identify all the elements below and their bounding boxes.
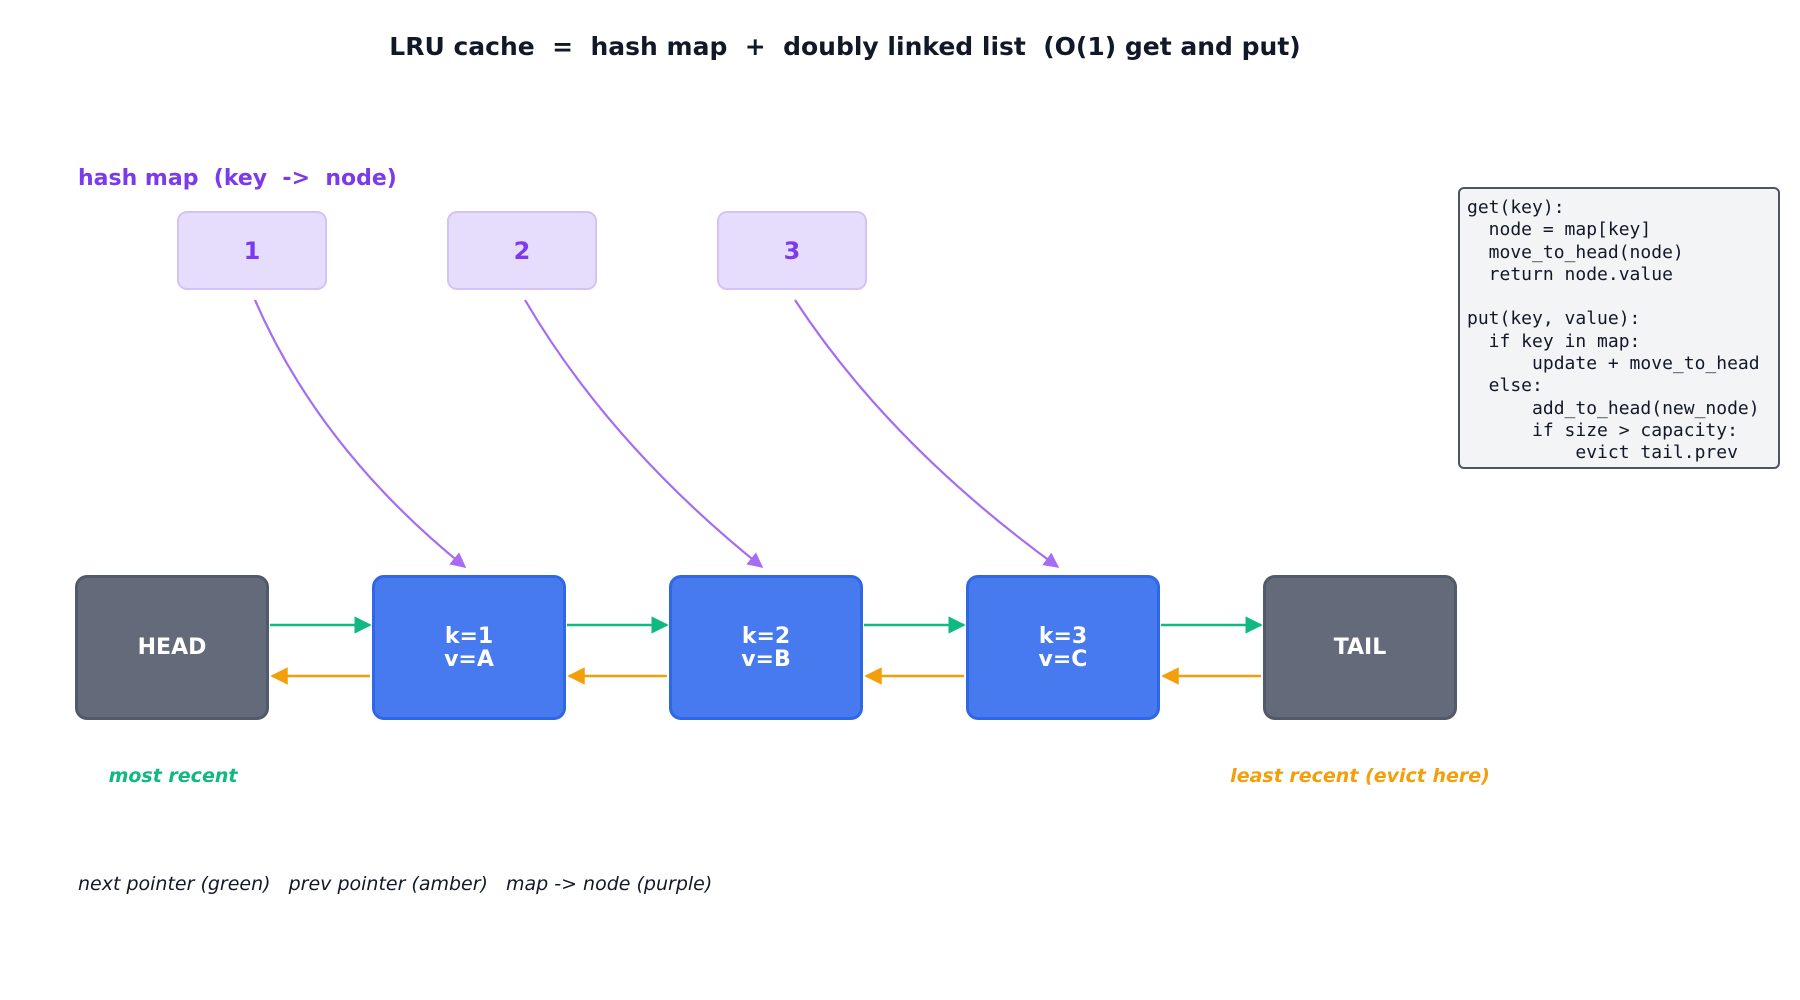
node-value: v=B xyxy=(741,646,791,672)
node-key: k=2 xyxy=(741,623,791,649)
map-pointer-arrow-1 xyxy=(253,299,467,568)
code-line: if size > capacity: xyxy=(1467,419,1738,441)
hash-map-label: hash map (key -> node) xyxy=(78,166,397,191)
tail-node: TAIL xyxy=(1263,575,1457,720)
most-recent-caption: most recent xyxy=(108,765,238,787)
code-line: return node.value xyxy=(1467,263,1673,285)
legend-map-pointer: map -> node (purple) xyxy=(505,873,713,895)
code-line: update + move_to_head xyxy=(1467,353,1760,375)
hash-map-key-1: 1 xyxy=(177,211,327,290)
hash-map-key-2: 2 xyxy=(447,211,597,290)
node-key: k=1 xyxy=(444,623,494,649)
code-line: evict tail.prev xyxy=(1467,442,1738,464)
map-pointer-arrow-3 xyxy=(794,299,1060,568)
code-line: move_to_head(node) xyxy=(1467,241,1684,263)
diagram-title: LRU cache = hash map + doubly linked lis… xyxy=(389,32,1301,61)
head-node: HEAD xyxy=(75,575,269,720)
head-node-label: HEAD xyxy=(137,635,207,660)
node-key: k=3 xyxy=(1038,623,1088,649)
legend: next pointer (green) prev pointer (amber)… xyxy=(78,873,730,895)
code-line: get(key): xyxy=(1467,197,1565,218)
code-line xyxy=(1467,286,1778,308)
legend-prev-pointer: prev pointer (amber) xyxy=(288,873,488,895)
code-line: node = map[key] xyxy=(1467,219,1652,241)
list-node-2: k=2 v=B xyxy=(669,575,863,720)
tail-node-label: TAIL xyxy=(1333,635,1387,660)
pseudocode-box: get(key): node = map[key] move_to_head(n… xyxy=(1458,187,1780,469)
code-line: else: xyxy=(1467,375,1543,397)
list-node-3: k=3 v=C xyxy=(966,575,1160,720)
code-line: put(key, value): xyxy=(1467,308,1641,330)
code-line: add_to_head(new_node) xyxy=(1467,397,1760,419)
hash-map-key-3: 3 xyxy=(717,211,867,290)
code-line: if key in map: xyxy=(1467,330,1641,352)
legend-next-pointer: next pointer (green) xyxy=(78,873,271,895)
map-pointer-arrow-2 xyxy=(524,299,764,568)
node-value: v=A xyxy=(444,646,494,672)
node-value: v=C xyxy=(1038,646,1088,672)
least-recent-caption: least recent (evict here) xyxy=(1230,765,1490,787)
list-node-1: k=1 v=A xyxy=(372,575,566,720)
